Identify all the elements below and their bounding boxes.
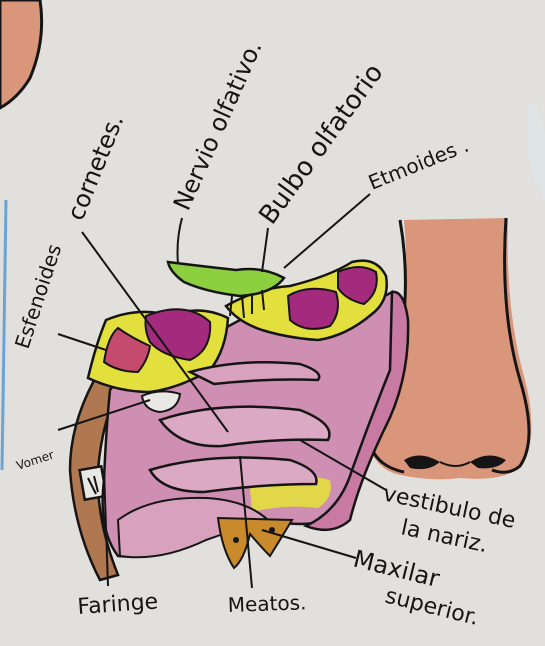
maxilla-dot-1 [233, 537, 239, 543]
label-meatos: Meatos. [227, 590, 306, 617]
ethmoid-cell-1 [288, 289, 338, 329]
middle-concha [160, 407, 329, 446]
